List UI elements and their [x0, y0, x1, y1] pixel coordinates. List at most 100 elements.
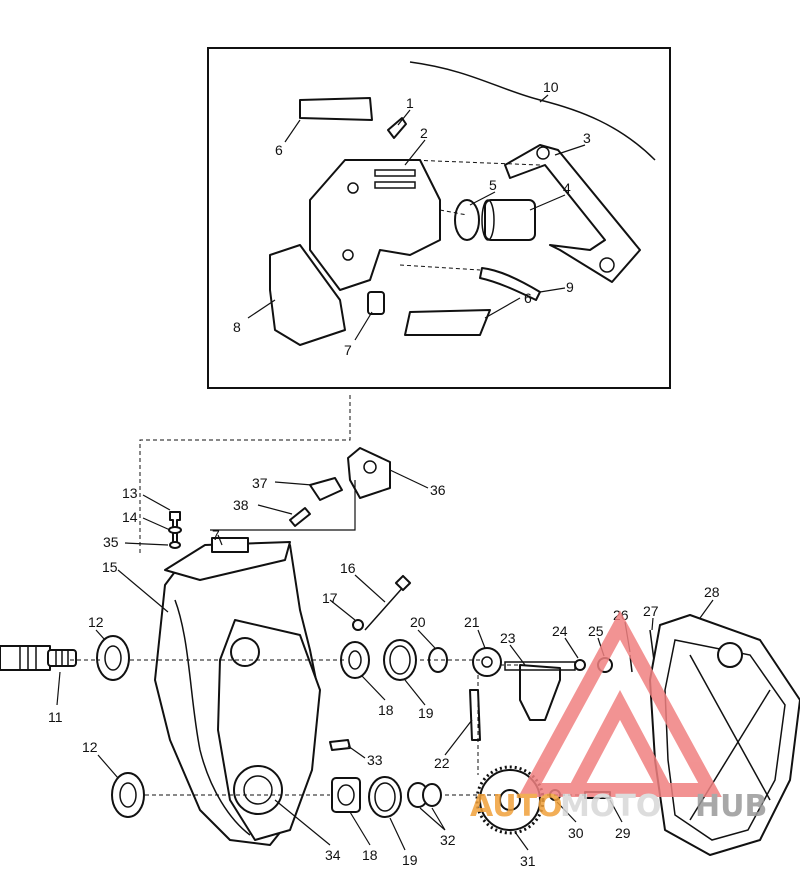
leader-21 — [477, 629, 486, 649]
inset-dash-1 — [409, 159, 541, 166]
cover-upper-bore — [230, 637, 260, 667]
brake-fitting — [367, 291, 385, 315]
cover-28-rib-2 — [689, 689, 771, 821]
gear-31-teeth — [475, 765, 545, 835]
leader-31 — [514, 831, 529, 851]
callout-19b: 19 — [402, 852, 418, 868]
cover-28-hub — [717, 642, 743, 668]
callout-17: 17 — [322, 590, 338, 606]
leader-19a — [404, 679, 426, 706]
piston-seal — [454, 199, 480, 241]
caliper-port — [347, 182, 359, 194]
watermark-text-auto: AUTO — [470, 789, 563, 824]
brake-hose — [479, 267, 541, 301]
leader-16 — [354, 574, 386, 603]
inset-connector — [139, 395, 351, 555]
pin-33 — [329, 739, 351, 751]
leader-30 — [556, 801, 577, 823]
screw-38 — [289, 507, 311, 527]
callout-12a: 12 — [88, 614, 104, 630]
leader-1 — [397, 109, 411, 126]
callout-36: 36 — [430, 482, 446, 498]
bearing-18-upper — [340, 641, 370, 679]
callout-10: 10 — [543, 79, 559, 95]
leader-35 — [124, 542, 169, 546]
leader-23 — [509, 644, 526, 666]
seal-lower — [111, 772, 145, 818]
callout-3: 3 — [583, 130, 591, 146]
axis-upper — [70, 659, 520, 666]
callout-38: 38 — [233, 497, 249, 513]
washer-24 — [574, 659, 586, 671]
fitting-37 — [309, 477, 343, 501]
leader-32 — [419, 807, 446, 831]
bolt-16 — [364, 584, 406, 631]
leader-13 — [142, 494, 171, 511]
callout-1: 1 — [406, 95, 414, 111]
nut-35 — [169, 541, 181, 549]
housing-top-flange — [164, 541, 291, 581]
leader-18b — [349, 811, 371, 846]
bracket-guide — [210, 480, 356, 531]
callout-15: 15 — [102, 559, 118, 575]
bearing-18-upper-inner — [348, 650, 362, 670]
watermark-text-moto: MOTO — [560, 789, 661, 824]
leader-37 — [274, 481, 313, 486]
bleed-screw — [387, 117, 407, 139]
callout-6a: 6 — [275, 142, 283, 158]
cover-28-inner — [664, 639, 786, 841]
watermark-triangle — [518, 610, 722, 797]
inset-frame — [207, 47, 671, 389]
gear-31-hub — [499, 789, 521, 811]
leader-17 — [329, 599, 356, 621]
seal-upper-inner — [104, 645, 122, 671]
callout-30: 30 — [568, 825, 584, 841]
brake-pad-upper — [299, 97, 373, 121]
leader-38 — [257, 504, 293, 515]
leader-12b — [97, 754, 119, 779]
leader-15 — [117, 569, 169, 613]
leader-29 — [609, 799, 623, 823]
leader-11 — [56, 671, 61, 706]
caliper-bracket — [504, 144, 641, 283]
leader-22 — [444, 719, 473, 756]
caliper-fin-1 — [374, 169, 416, 177]
ring-19-upper-inner — [389, 645, 411, 675]
callout-19a: 19 — [418, 705, 434, 721]
brake-cable — [409, 61, 656, 161]
callout-9: 9 — [566, 279, 574, 295]
leader-20 — [417, 629, 436, 649]
callout-34: 34 — [325, 847, 341, 863]
callout-25: 25 — [588, 623, 604, 639]
housing-rim — [174, 599, 251, 836]
leader-6b — [484, 297, 521, 319]
shaft-splines — [19, 646, 69, 670]
callout-16: 16 — [340, 560, 356, 576]
callout-28: 28 — [704, 584, 720, 600]
ring-19-lower-inner — [374, 782, 396, 812]
leader-8 — [247, 299, 276, 319]
leader-12a — [95, 629, 106, 641]
cover-28-rib-1 — [689, 654, 771, 801]
callout-12b: 12 — [82, 739, 98, 755]
nut-17 — [352, 619, 364, 631]
leader-9 — [539, 287, 566, 293]
watermark-logo: AUTO MOTO HUB — [470, 610, 767, 824]
bearing-18-lower-inner — [337, 784, 355, 806]
inset-dash-3 — [399, 264, 481, 271]
caliper-body — [309, 159, 441, 291]
leader-3 — [554, 144, 586, 156]
ring-19-upper — [383, 639, 417, 681]
callout-32: 32 — [440, 832, 456, 848]
callout-11: 11 — [48, 709, 63, 725]
sprocket-21-hub — [481, 656, 493, 668]
cover-lower-bore — [233, 765, 283, 815]
caliper-fin-2 — [374, 181, 416, 189]
seal-lower-inner — [119, 782, 137, 808]
callout-33: 33 — [367, 752, 383, 768]
callout-22: 22 — [434, 755, 450, 771]
leader-24 — [564, 637, 579, 659]
leader-19b — [389, 817, 406, 851]
leader-6a — [284, 119, 301, 143]
leader-2 — [404, 139, 426, 166]
